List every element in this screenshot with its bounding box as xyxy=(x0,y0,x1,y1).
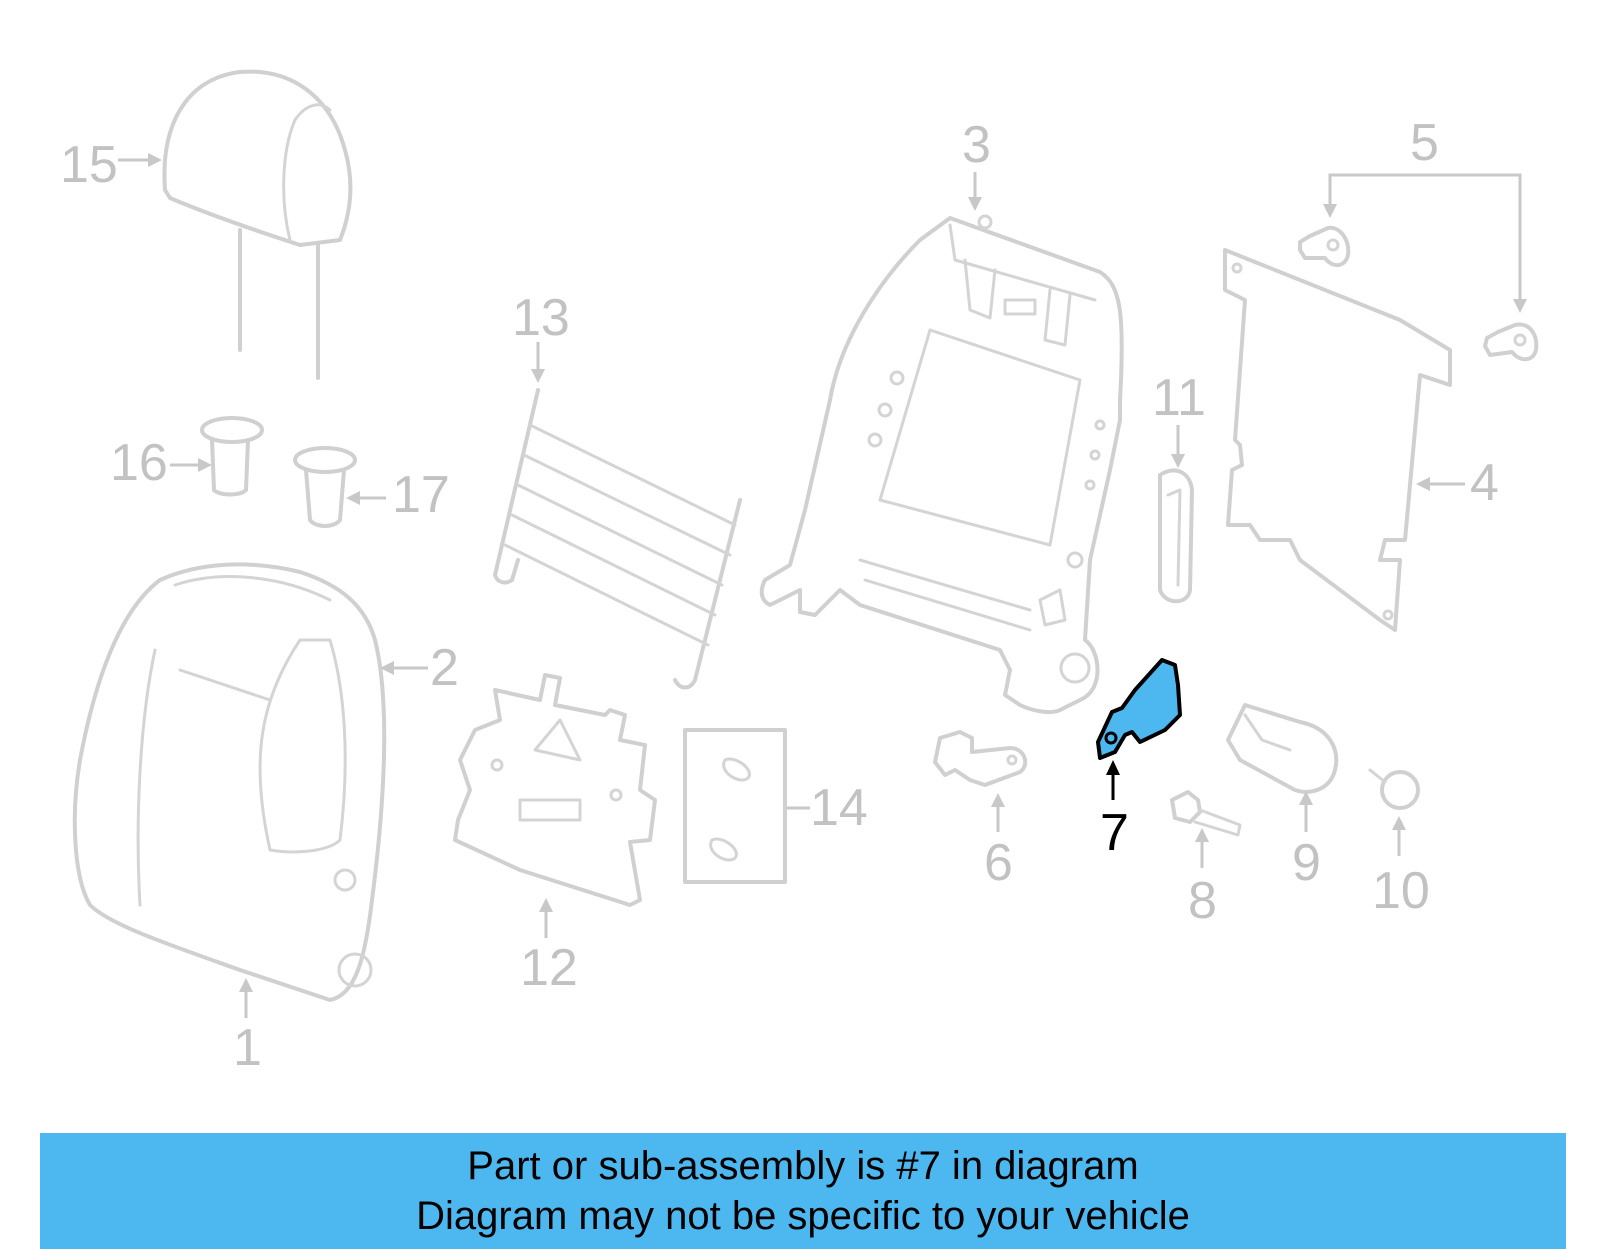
banner-line-1: Part or sub-assembly is #7 in diagram xyxy=(467,1144,1139,1188)
pad-part-14 xyxy=(683,728,787,884)
back-panel-part-4 xyxy=(1223,248,1452,632)
banner-line-2: Diagram may not be specific to your vehi… xyxy=(416,1194,1190,1238)
bolt-part-5 xyxy=(1298,225,1539,362)
plug-part-10 xyxy=(1368,768,1420,810)
info-banner: Part or sub-assembly is #7 in diagram Di… xyxy=(40,1133,1566,1249)
callout-3: 3 xyxy=(962,116,991,174)
callout-2: 2 xyxy=(430,639,459,697)
clip-part-17 xyxy=(293,446,357,528)
callout-14: 14 xyxy=(810,779,868,837)
bolt-part-8 xyxy=(1170,790,1242,837)
callout-15: 15 xyxy=(60,136,118,194)
callout-13: 13 xyxy=(512,289,570,347)
callout-10: 10 xyxy=(1372,862,1430,920)
callout-9: 9 xyxy=(1292,834,1321,892)
headrest-part-15 xyxy=(162,69,353,380)
bracket-part-6 xyxy=(933,730,1028,787)
suspension-mat-part-13 xyxy=(493,388,742,690)
callout-6: 6 xyxy=(984,834,1013,892)
lumbar-support-part-12 xyxy=(453,673,657,907)
highlighted-part-7 xyxy=(1096,658,1182,760)
callout-4: 4 xyxy=(1470,454,1499,512)
seat-cover-part-2 xyxy=(72,562,387,1002)
callout-17: 17 xyxy=(392,466,450,524)
callout-7: 7 xyxy=(1100,804,1129,862)
callout-5: 5 xyxy=(1410,114,1439,172)
callout-1: 1 xyxy=(233,1019,262,1077)
pad-part-11 xyxy=(1158,468,1194,604)
seat-frame-part-3 xyxy=(759,214,1124,715)
handle-part-9 xyxy=(1226,703,1339,794)
callout-16: 16 xyxy=(110,434,168,492)
callout-12: 12 xyxy=(520,939,578,997)
callout-11: 11 xyxy=(1152,369,1206,427)
parts-diagram: 15 16 17 2 1 13 xyxy=(60,69,1539,1077)
callout-8: 8 xyxy=(1188,872,1217,930)
clip-part-16 xyxy=(200,416,264,497)
